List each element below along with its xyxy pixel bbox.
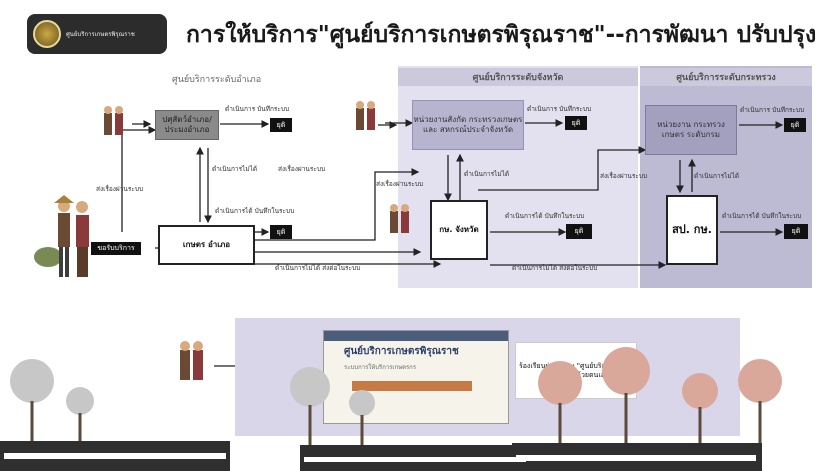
note-solved-record: ดำเนินการได้ บันทึกในระบบ	[215, 207, 295, 215]
note-cannot: ดำเนินการไม่ได้	[694, 172, 740, 180]
ministry-level-label: ศูนย์บริการระดับกระทรวง	[640, 68, 812, 86]
note-send-system: ส่งเรื่องผ่านระบบ	[278, 165, 326, 173]
done-tag: ยุติ	[565, 116, 587, 130]
note-done-record: ดำเนินการ บันทึกระบบ	[740, 106, 805, 114]
done-tag: ยุติ	[270, 118, 292, 132]
province-level-label: ศูนย์บริการระดับจังหวัด	[398, 68, 638, 86]
note-solved-record: ดำเนินการได้ บันทึกในระบบ	[505, 212, 585, 220]
note-solved-record: ดำเนินการได้ บันทึกในระบบ	[722, 212, 802, 220]
ministry-office-box: สป. กษ.	[666, 195, 718, 265]
note-cannot-forward: ดำเนินการไม่ได้ ส่งต่อในระบบ	[512, 264, 598, 272]
district-agency-box: ปศุสัตว์อำเภอ/ประมงอำเภอ	[155, 110, 219, 140]
note-cannot: ดำเนินการไม่ได้	[212, 165, 258, 173]
website-title: ศูนย์บริการเกษตรพิรุณราช	[344, 346, 459, 357]
farmer-small-icon	[390, 204, 409, 233]
page-title: การให้บริการ"ศูนย์บริการเกษตรพิรุณราช"--…	[186, 22, 817, 48]
note-cannot-forward: ดำเนินการไม่ได้ ส่งต่อในระบบ	[275, 264, 361, 272]
farmer-small-icon	[180, 341, 203, 380]
browser-bar	[324, 331, 508, 341]
farmer-small-icon	[104, 106, 123, 135]
done-tag: ยุติ	[784, 224, 808, 239]
province-office-box: กษ. จังหวัด	[430, 200, 488, 260]
logo-text: ศูนย์บริการเกษตรพิรุณราช	[66, 30, 135, 38]
note-done-record: ดำเนินการ บันทึกระบบ	[225, 105, 290, 113]
farmer-couple-icon	[34, 195, 89, 277]
done-tag: ยุติ	[270, 225, 292, 239]
note-send-system: ส่งเรื่องผ่านระบบ	[600, 172, 648, 180]
district-office-box: เกษตร อำเภอ	[158, 225, 255, 265]
website-subtitle: ระบบการให้บริการเกษตรกร	[344, 364, 417, 371]
note-send-system: ส่งเรื่องผ่านระบบ	[96, 185, 144, 193]
province-agency-box: หน่วยงานสังกัด กระทรวงเกษตรและ สหกรณ์ประ…	[412, 100, 524, 150]
farmer-small-icon	[356, 101, 375, 130]
done-tag: ยุติ	[566, 224, 592, 239]
landscape-illustration	[0, 347, 782, 471]
done-tag: ยุติ	[784, 118, 806, 132]
note-send-system: ส่งเรื่องผ่านระบบ	[376, 180, 424, 188]
emblem-icon	[33, 20, 61, 48]
ministry-agency-box: หน่วยงาน กระทรวงเกษตร ระดับกรม	[645, 105, 737, 155]
service-request-tag: ขอรับบริการ	[91, 242, 141, 255]
website-banner	[352, 381, 472, 391]
district-level-label: ศูนย์บริการระดับอำเภอ	[172, 75, 262, 85]
note-done-record: ดำเนินการ บันทึกระบบ	[527, 105, 592, 113]
note-cannot: ดำเนินการไม่ได้	[464, 170, 510, 178]
agency-logo: ศูนย์บริการเกษตรพิรุณราช	[27, 14, 167, 54]
